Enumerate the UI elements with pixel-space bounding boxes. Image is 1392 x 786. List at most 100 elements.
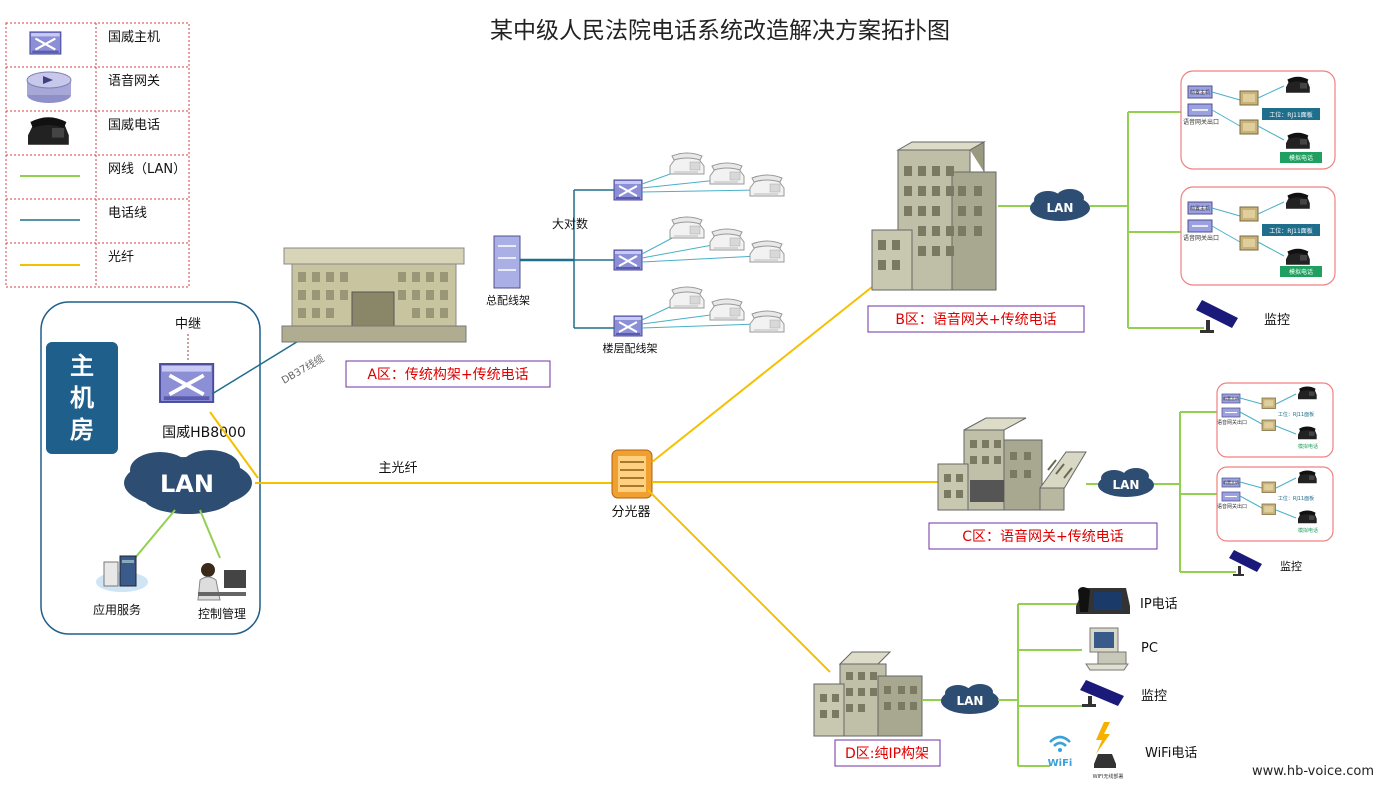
app-service-label: 应用服务: [93, 602, 141, 617]
host-label: 国威HB8000: [162, 425, 246, 441]
control-admin-icon: [197, 563, 246, 601]
wifi-phone-icon: [1094, 754, 1116, 768]
analog-phone-icon: [669, 216, 705, 239]
desk-phone-icon: [1286, 76, 1310, 93]
svg-text:模拟电话: 模拟电话: [1289, 268, 1313, 276]
zone-c-monitor-label: 监控: [1280, 559, 1302, 573]
legend-label-pbx: 国威主机: [108, 30, 160, 45]
zone-d-label: D区:纯IP构架: [845, 746, 929, 762]
zone-b-detail-2: 前置主机 语音网关出口 工位：RJ11面板 模拟电话: [1180, 186, 1336, 286]
desk-phone-icon: [1298, 470, 1317, 484]
zone-b: LAN 前置主机 语音网关出口 工位：RJ11面板 模拟电话: [867, 70, 1336, 333]
svg-text:LAN: LAN: [1113, 478, 1140, 492]
zone-b-detail-1: 前置主机 语音网关出口 工位：RJ11面板 模拟电话: [1180, 70, 1336, 170]
legend-label-fiber: 光纤: [108, 250, 134, 265]
svg-text:前置主机: 前置主机: [1223, 479, 1239, 485]
floor-frame-1-icon: [613, 179, 643, 201]
wifi-phone-label: WiFi电话: [1145, 746, 1197, 761]
legend-label-gateway: 语音网关: [108, 73, 160, 89]
main-room-title-1: 主: [70, 352, 94, 380]
zone-b-label: B区：语音网关+传统电话: [895, 311, 1056, 328]
office-building-c-icon: [937, 417, 1087, 511]
svg-text:语音网关出口: 语音网关出口: [1183, 118, 1219, 126]
desk-phone-icon: [1286, 248, 1310, 265]
office-building-b-icon: [871, 141, 997, 291]
analog-phone-icon: [749, 240, 785, 263]
svg-text:LAN: LAN: [1047, 201, 1074, 215]
analog-phone-icon: [709, 298, 745, 321]
svg-text:前置主机: 前置主机: [1190, 205, 1210, 212]
svg-text:模拟电话: 模拟电话: [1298, 527, 1318, 534]
db37-label: DB37线缆: [279, 352, 326, 387]
lan-cloud-c: LAN: [1098, 468, 1154, 497]
zone-c-label: C区：语音网关+传统电话: [962, 528, 1124, 545]
svg-text:LAN: LAN: [957, 694, 984, 708]
wifi-note: WIFI无线部署: [1093, 773, 1124, 780]
analog-phone-icon: [709, 162, 745, 185]
svg-text:工位：RJ11面板: 工位：RJ11面板: [1269, 227, 1313, 235]
main-room-title-3: 房: [70, 416, 94, 444]
main-distribution-frame-icon: [493, 235, 521, 289]
floor-frame-3-icon: [613, 315, 643, 337]
desk-phone-icon: [28, 117, 69, 145]
office-building-d-icon: [813, 651, 923, 737]
legend-label-phone-line: 电话线: [108, 206, 147, 221]
analog-phone-icon: [669, 152, 705, 175]
zone-c: LAN 前置主机 语音网关出口 工位：RJ11面板 模拟电话 前置主机: [928, 382, 1334, 576]
svg-text:工位：RJ11面板: 工位：RJ11面板: [1269, 111, 1313, 119]
desk-phone-icon: [1298, 510, 1317, 524]
zone-b-monitor-label: 监控: [1264, 313, 1290, 328]
svg-text:前置主机: 前置主机: [1223, 395, 1239, 401]
zone-d-box: [834, 739, 941, 767]
legend: 国威主机 语音网关 国威电话 网线（LAN） 电话线 光纤: [5, 22, 190, 288]
trunk-label: 中继: [175, 317, 201, 332]
svg-text:工位：RJ11面板: 工位：RJ11面板: [1278, 495, 1314, 502]
desk-phone-icon: [1286, 192, 1310, 209]
lan-cloud-main: LAN: [124, 450, 252, 514]
pbx-switch-icon: [28, 30, 62, 56]
lan-cloud-d: LAN: [941, 684, 999, 714]
main-room-badge: [46, 342, 118, 454]
analog-phone-icon: [749, 310, 785, 333]
desk-phone-icon: [1298, 386, 1317, 400]
pc-label: PC: [1141, 641, 1158, 656]
camera-icon: [1196, 300, 1238, 333]
main-frame-label: 总配线架: [486, 293, 530, 307]
splitter-label: 分光器: [611, 505, 650, 520]
analog-phone-icon: [669, 286, 705, 309]
website-watermark: www.hb-voice.com: [1252, 764, 1374, 779]
analog-phone-icon: [749, 174, 785, 197]
camera-icon: [1229, 550, 1262, 576]
wifi-label: WiFi: [1048, 758, 1073, 769]
zone-d-monitor-label: 监控: [1141, 689, 1167, 704]
zone-a-label: A区：传统构架+传统电话: [367, 367, 528, 383]
legend-label-phone: 国威电话: [108, 118, 160, 133]
courthouse-building-icon: [281, 247, 467, 343]
desk-phone-icon: [1298, 426, 1317, 440]
zone-a-box: [345, 360, 551, 388]
db37-cable: [211, 339, 301, 395]
zone-a: 总配线架 大对数 楼层配线架 A区：传统构架+传统电话: [281, 152, 785, 388]
pairs-label: 大对数: [552, 216, 588, 231]
ip-phone-icon: [1076, 587, 1130, 614]
svg-text:语音网关出口: 语音网关出口: [1217, 419, 1247, 426]
control-label: 控制管理: [198, 606, 246, 621]
ip-phone-label: IP电话: [1140, 597, 1178, 612]
main-fiber-label: 主光纤: [378, 461, 417, 476]
zone-c-detail-2: 前置主机 语音网关出口 工位：RJ11面板 模拟电话: [1216, 466, 1334, 542]
svg-text:LAN: LAN: [160, 470, 214, 498]
svg-text:模拟电话: 模拟电话: [1289, 154, 1313, 162]
analog-phone-icon: [709, 228, 745, 251]
app-server-icon: [96, 555, 148, 592]
pc-icon: [1085, 627, 1129, 671]
fiber-to-d: [647, 489, 831, 673]
svg-text:前置主机: 前置主机: [1190, 89, 1210, 96]
zone-d: LAN IP电话 PC 监控: [813, 587, 1197, 780]
splitter-icon: [611, 449, 653, 499]
zone-c-box: [928, 522, 1158, 550]
main-room-title-2: 机: [70, 384, 94, 412]
svg-text:语音网关出口: 语音网关出口: [1183, 234, 1219, 242]
main-room: 主 机 房 中继 国威HB8000 LAN 应用服务 控制管理: [40, 301, 261, 635]
svg-text:语音网关出口: 语音网关出口: [1217, 503, 1247, 510]
camera-icon: [1080, 680, 1124, 707]
